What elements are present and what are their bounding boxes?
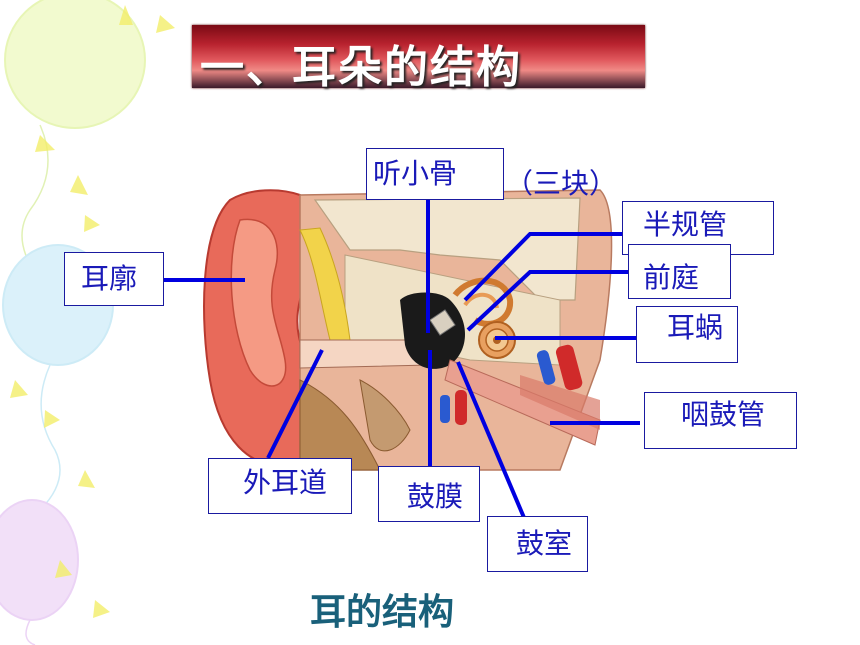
ear-illustration [203, 189, 613, 471]
label-eustachian-tube: 咽鼓管 [644, 392, 797, 449]
label-eardrum: 鼓膜 [378, 466, 480, 522]
label-ossicles: 听小骨 [366, 148, 504, 200]
slide-title: 一、耳朵的结构 [200, 42, 522, 93]
label-vestibule: 前庭 [628, 244, 731, 299]
diagram-caption: 耳的结构 [310, 592, 455, 633]
label-cochlea: 耳蜗 [636, 306, 738, 363]
label-ear-canal: 外耳道 [208, 458, 352, 514]
title-banner: 一、耳朵的结构 [192, 25, 645, 93]
label-auricle: 耳廓 [64, 252, 164, 306]
label-ossicles-note: （三块） [505, 167, 618, 200]
pointer-lines [160, 200, 640, 521]
label-tympanic-cavity: 鼓室 [487, 516, 588, 572]
